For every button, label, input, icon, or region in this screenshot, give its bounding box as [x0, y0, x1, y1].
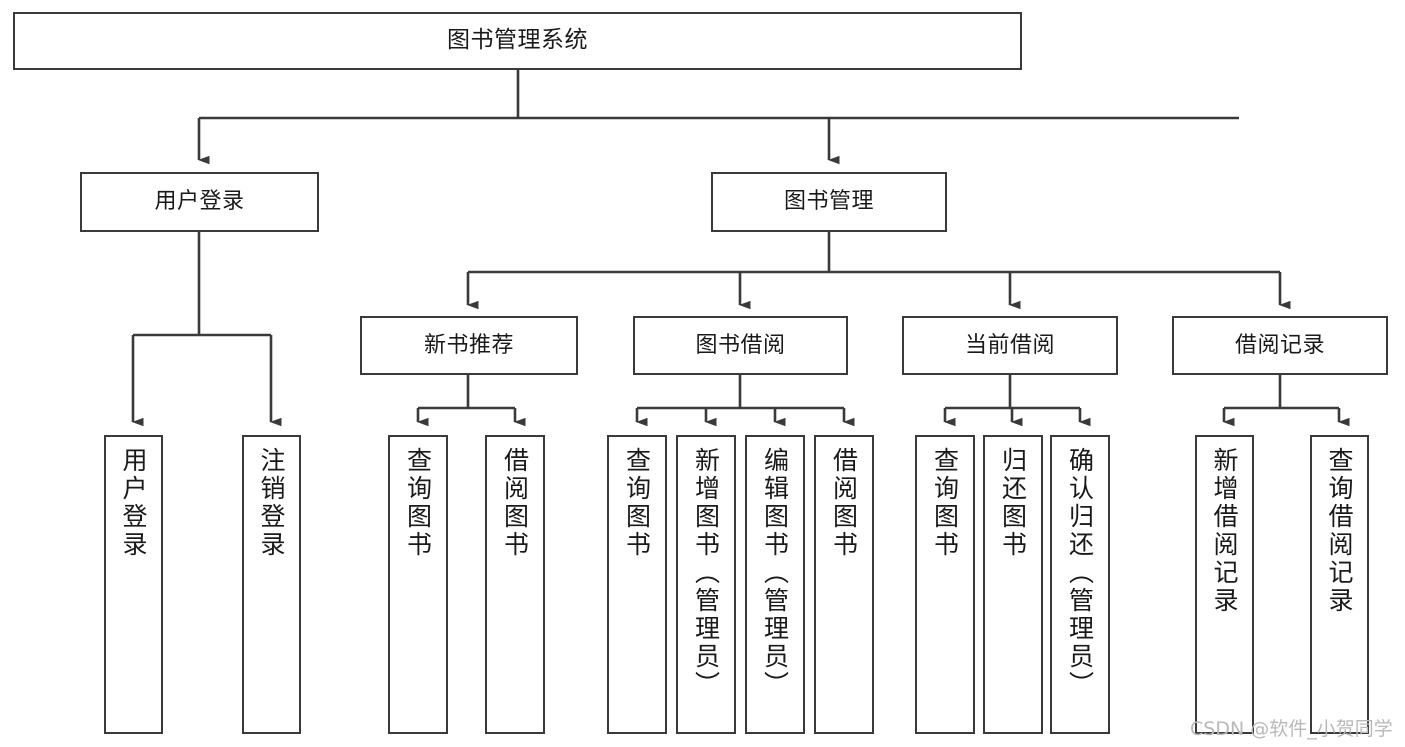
leaf-return-book-label: 归还图书	[998, 447, 1028, 559]
node-user-login[interactable]: 用户登录	[80, 172, 319, 232]
leaf-add-book[interactable]: 新增图书（管理员）	[676, 435, 736, 734]
node-new-book-recommend[interactable]: 新书推荐	[360, 316, 578, 375]
leaf-query-record-label: 查询借阅记录	[1325, 447, 1354, 615]
leaf-query-book-3[interactable]: 查询图书	[915, 435, 975, 734]
leaf-borrow-book-1-label: 借阅图书	[500, 447, 530, 559]
node-book-borrow[interactable]: 图书借阅	[633, 316, 848, 375]
node-book-management[interactable]: 图书管理	[711, 172, 947, 232]
leaf-query-book-1[interactable]: 查询图书	[388, 435, 448, 734]
leaf-logout-label: 注销登录	[257, 447, 286, 559]
node-root-label: 图书管理系统	[447, 27, 588, 54]
leaf-return-book[interactable]: 归还图书	[983, 435, 1043, 734]
leaf-user-login[interactable]: 用户登录	[104, 435, 163, 734]
node-current-borrow-label: 当前借阅	[964, 332, 1055, 358]
leaf-add-record-label: 新增借阅记录	[1210, 447, 1239, 615]
leaf-confirm-return[interactable]: 确认归还（管理员）	[1050, 435, 1110, 734]
leaf-query-book-2-label: 查询图书	[622, 447, 652, 559]
leaf-confirm-return-label: 确认归还（管理员）	[1065, 447, 1095, 699]
node-root[interactable]: 图书管理系统	[13, 12, 1022, 70]
leaf-edit-book[interactable]: 编辑图书（管理员）	[745, 435, 805, 734]
leaf-query-record[interactable]: 查询借阅记录	[1310, 435, 1369, 734]
node-new-book-recommend-label: 新书推荐	[423, 332, 514, 358]
watermark: CSDN @软件_小贺同学	[1190, 718, 1393, 740]
leaf-borrow-book-2[interactable]: 借阅图书	[814, 435, 874, 734]
node-book-borrow-label: 图书借阅	[695, 332, 786, 358]
leaf-edit-book-label: 编辑图书（管理员）	[760, 447, 790, 699]
node-book-management-label: 图书管理	[783, 189, 874, 215]
node-user-login-label: 用户登录	[154, 189, 245, 215]
leaf-query-book-3-label: 查询图书	[930, 447, 960, 559]
leaf-user-login-label: 用户登录	[119, 447, 148, 559]
node-borrow-record-label: 借阅记录	[1234, 332, 1325, 358]
leaf-logout[interactable]: 注销登录	[242, 435, 301, 734]
leaf-query-book-1-label: 查询图书	[403, 447, 433, 559]
leaf-borrow-book-1[interactable]: 借阅图书	[485, 435, 545, 734]
leaf-add-book-label: 新增图书（管理员）	[691, 447, 721, 699]
node-current-borrow[interactable]: 当前借阅	[902, 316, 1118, 375]
leaf-query-book-2[interactable]: 查询图书	[607, 435, 667, 734]
leaf-add-record[interactable]: 新增借阅记录	[1195, 435, 1254, 734]
node-borrow-record[interactable]: 借阅记录	[1172, 316, 1388, 375]
leaf-borrow-book-2-label: 借阅图书	[829, 447, 859, 559]
